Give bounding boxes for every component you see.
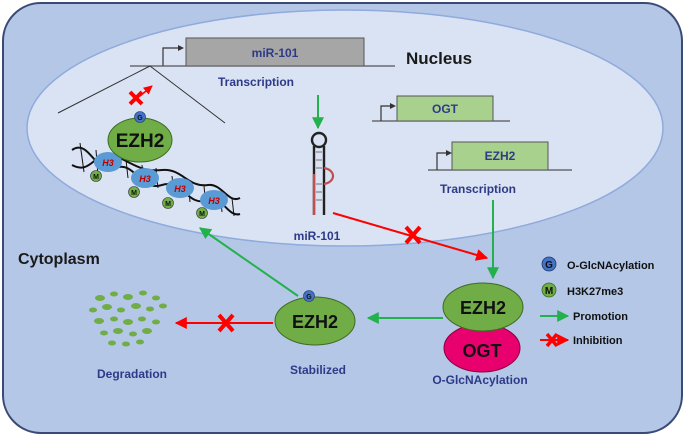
- legend-label: Promotion: [573, 311, 628, 323]
- arrow-stabilized-to-chromatin: [199, 227, 299, 297]
- mir101-promoter-head: [178, 45, 184, 51]
- mir101-hairpin-label: miR-101: [294, 229, 341, 243]
- complex-ezh2: [442, 282, 524, 332]
- complex-ezh2-label: EZH2: [460, 298, 506, 318]
- histone-2: H3 M: [128, 168, 159, 198]
- mir101-transcription-label: Transcription: [218, 75, 294, 89]
- histone-4: H3 M: [196, 190, 228, 219]
- stabilized-g-badge: [303, 290, 315, 302]
- cytoplasm-label: Cytoplasm: [18, 251, 100, 268]
- chromatin-inhibition-mark: [128, 85, 153, 106]
- legend-label: O-GlcNAcylation: [567, 260, 655, 272]
- stabilized-ezh2: [274, 296, 356, 346]
- legend-item-h3k27me3: M H3K27me3: [541, 282, 623, 298]
- ogt-promoter-head: [390, 103, 396, 109]
- zoom-line-right: [149, 65, 226, 124]
- chromatin-g-label: G: [137, 115, 143, 122]
- stabilized-g-label: G: [306, 294, 312, 301]
- histone-label: H3: [102, 158, 114, 168]
- degradation-label: Degradation: [97, 367, 167, 381]
- legend-item-inhibition: Inhibition: [540, 332, 623, 348]
- stabilized-label: Stabilized: [290, 363, 346, 377]
- mir101-promoter-arrow: [162, 47, 180, 66]
- mir101-inhibition-mark: [404, 225, 422, 245]
- mir101-gene-box: [185, 37, 365, 67]
- degradation-inhibition-mark: [217, 313, 235, 333]
- histone-label: H3: [139, 174, 151, 184]
- genes-transcription-label: Transcription: [440, 182, 516, 196]
- chromatin-g-badge: [134, 111, 146, 123]
- nucleus-label: Nucleus: [406, 49, 472, 68]
- ezh2-gene-label: EZH2: [485, 149, 516, 163]
- complex-caption: O-GlcNAcylation: [432, 373, 527, 387]
- histone-mark: M: [199, 211, 205, 218]
- legend-label: Inhibition: [573, 335, 623, 347]
- legend-symbol: G: [545, 260, 553, 271]
- histone-mark: M: [165, 201, 171, 208]
- mir101-gene-label: miR-101: [252, 46, 299, 60]
- legend-item-o-glcnacylation: G O-GlcNAcylation: [541, 256, 655, 272]
- legend-symbol: M: [545, 286, 553, 297]
- ezh2-gene-box: [451, 141, 549, 171]
- histone-mark: M: [93, 174, 99, 181]
- degradation-fragments-icon: [89, 290, 167, 347]
- histone-label: H3: [208, 196, 220, 206]
- ogt-promoter-arrow: [380, 105, 392, 121]
- histone-1: H3 M: [90, 152, 122, 182]
- ezh2-promoter-head: [446, 150, 452, 156]
- legend-item-promotion: Promotion: [540, 310, 628, 323]
- histone-label: H3: [174, 184, 186, 194]
- legend: G O-GlcNAcylation M H3K27me3 Promotion I…: [540, 256, 655, 348]
- zoom-line-left: [57, 65, 151, 114]
- ogt-gene-box: [396, 95, 494, 122]
- chromatin-ezh2-label: EZH2: [116, 131, 165, 152]
- histone-mark: M: [131, 190, 137, 197]
- complex-ogt-label: OGT: [463, 341, 502, 361]
- ogt-gene-label: OGT: [432, 102, 459, 116]
- legend-label: H3K27me3: [567, 286, 623, 298]
- ezh2-promoter-arrow: [436, 152, 448, 170]
- histone-3: H3 M: [162, 178, 194, 209]
- mir101-hairpin-icon: [310, 131, 335, 215]
- stabilized-ezh2-label: EZH2: [292, 312, 338, 332]
